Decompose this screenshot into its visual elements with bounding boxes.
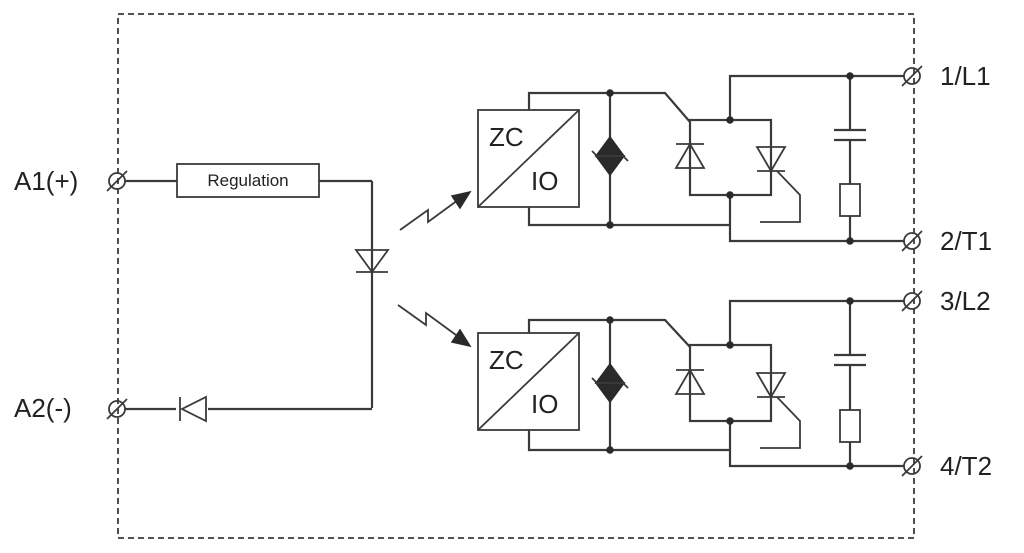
snubber-capacitor-icon — [834, 301, 866, 410]
zc-io-block: ZC IO — [477, 109, 580, 208]
snubber-resistor-icon — [839, 409, 861, 466]
io-label: IO — [531, 389, 558, 419]
terminal-l1-screw-icon — [901, 65, 923, 87]
snubber-capacitor-icon — [834, 76, 866, 184]
terminal-label-l1: 1/L1 — [940, 61, 991, 91]
tvs-diode-icon — [591, 362, 629, 404]
light-arrow-upper-icon — [399, 190, 472, 231]
terminal-a2-screw-icon — [106, 398, 128, 420]
io-label: IO — [531, 166, 558, 196]
zc-io-block: ZC IO — [477, 332, 580, 431]
terminal-label-a1: A1(+) — [14, 166, 78, 196]
protection-diode-icon — [176, 395, 208, 423]
zc-label: ZC — [489, 345, 524, 375]
light-arrow-lower-icon — [397, 304, 472, 348]
terminal-label-l2: 3/L2 — [940, 286, 991, 316]
terminal-t2-screw-icon — [901, 455, 923, 477]
enclosure-border — [117, 13, 915, 539]
terminal-a1-screw-icon — [106, 170, 128, 192]
output-channel-1: ZC IO — [477, 61, 992, 256]
led-emitter-icon — [354, 249, 390, 274]
terminal-label-t2: 4/T2 — [940, 451, 992, 481]
terminal-l2-screw-icon — [901, 290, 923, 312]
regulation-label: Regulation — [207, 171, 288, 190]
triac-icon — [674, 368, 801, 449]
terminal-label-t1: 2/T1 — [940, 226, 992, 256]
output-channel-2: ZC IO — [477, 286, 992, 481]
snubber-resistor-icon — [839, 183, 861, 241]
terminal-label-a2: A2(-) — [14, 393, 72, 423]
terminal-t1-screw-icon — [901, 230, 923, 252]
tvs-diode-icon — [591, 135, 629, 177]
zc-label: ZC — [489, 122, 524, 152]
triac-icon — [674, 142, 801, 223]
input-circuit: A1(+) Regulation A2(-) — [14, 163, 472, 423]
regulation-block: Regulation — [176, 163, 320, 198]
